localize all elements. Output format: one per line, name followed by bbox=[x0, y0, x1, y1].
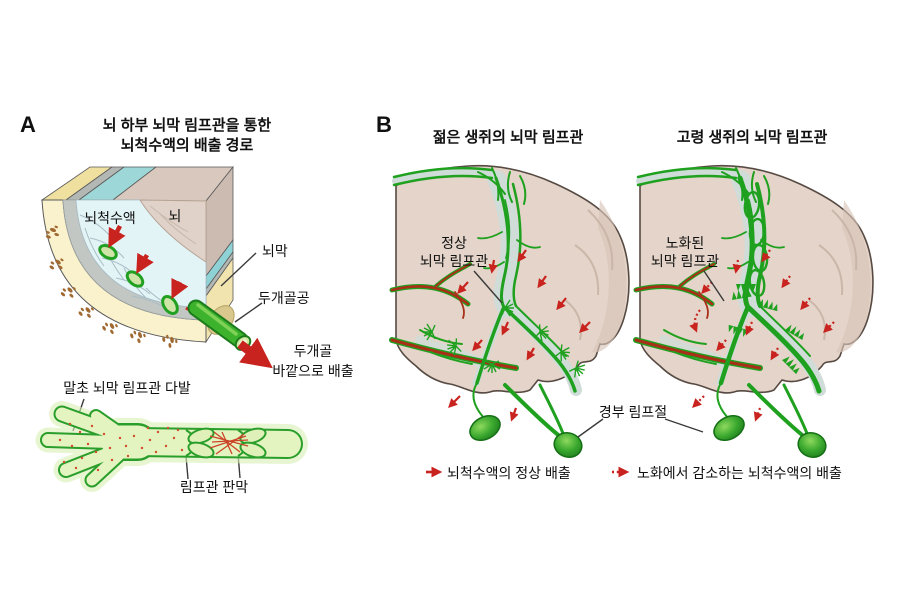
young-mouse-brain bbox=[392, 166, 629, 463]
valve-mesh bbox=[209, 431, 249, 455]
legend-normal-text: 뇌척수액의 정상 배출 bbox=[447, 465, 571, 481]
label-meninges: 뇌막 bbox=[262, 243, 288, 259]
label-peripheral-bundle: 말초 뇌막 림프관 다발 bbox=[63, 380, 191, 396]
label-cervical-node: 경부 림프절 bbox=[599, 404, 667, 420]
young-flow-arrows bbox=[448, 249, 591, 422]
vessel-particles bbox=[58, 422, 184, 472]
aged-thick-vessels bbox=[718, 175, 822, 394]
aged-mouse-brain bbox=[636, 166, 873, 463]
lymph-valves bbox=[185, 427, 267, 459]
label-outflow-line1: 두개골 bbox=[294, 343, 333, 359]
outflow-big-arrow bbox=[237, 337, 273, 369]
legend-aged-text: 노화에서 감소하는 뇌척수액의 배출 bbox=[637, 465, 842, 481]
panel-a-letter: A bbox=[20, 112, 36, 137]
peripheral-lymphatic-bundle bbox=[35, 401, 308, 492]
label-normal-line2: 뇌막 림프관 bbox=[420, 253, 488, 269]
label-normal-line1: 정상 bbox=[441, 235, 467, 251]
lymphatic-cross-sections bbox=[98, 243, 179, 316]
label-csf: 뇌척수액 bbox=[84, 210, 136, 226]
wedge-top-face bbox=[40, 166, 234, 202]
panel-a-title-line1: 뇌 하부 뇌막 림프관을 통한 bbox=[103, 116, 272, 134]
label-aged-line2: 뇌막 림프관 bbox=[651, 253, 719, 269]
label-aged-line1: 노화된 bbox=[666, 235, 705, 251]
aged-brain-title: 고령 생쥐의 뇌막 림프관 bbox=[677, 128, 828, 146]
label-skull-foramen: 두개골공 bbox=[258, 290, 310, 306]
panel-a-title-line2: 뇌척수액의 배출 경로 bbox=[121, 136, 254, 154]
label-outflow-line2: 바깥으로 배출 bbox=[272, 363, 353, 379]
panel-b-letter: B bbox=[376, 112, 392, 137]
young-brain-title: 젊은 생쥐의 뇌막 림프관 bbox=[433, 128, 584, 146]
panel-b: B 젊은 생쥐의 뇌막 림프관 고령 생쥐의 뇌막 림프관 정상 뇌막 림프관 … bbox=[376, 112, 873, 481]
aged-flow-arrows bbox=[689, 249, 835, 422]
panel-a: A 뇌 하부 뇌막 림프관을 통한 뇌척수액의 배출 경로 뇌척수액 뇌 뇌막 … bbox=[20, 112, 354, 495]
label-lymph-valve: 림프관 판막 bbox=[180, 479, 248, 495]
panel-b-pointer-lines bbox=[473, 270, 725, 438]
wedge-right-face bbox=[205, 165, 234, 344]
label-brain: 뇌 bbox=[169, 208, 182, 224]
